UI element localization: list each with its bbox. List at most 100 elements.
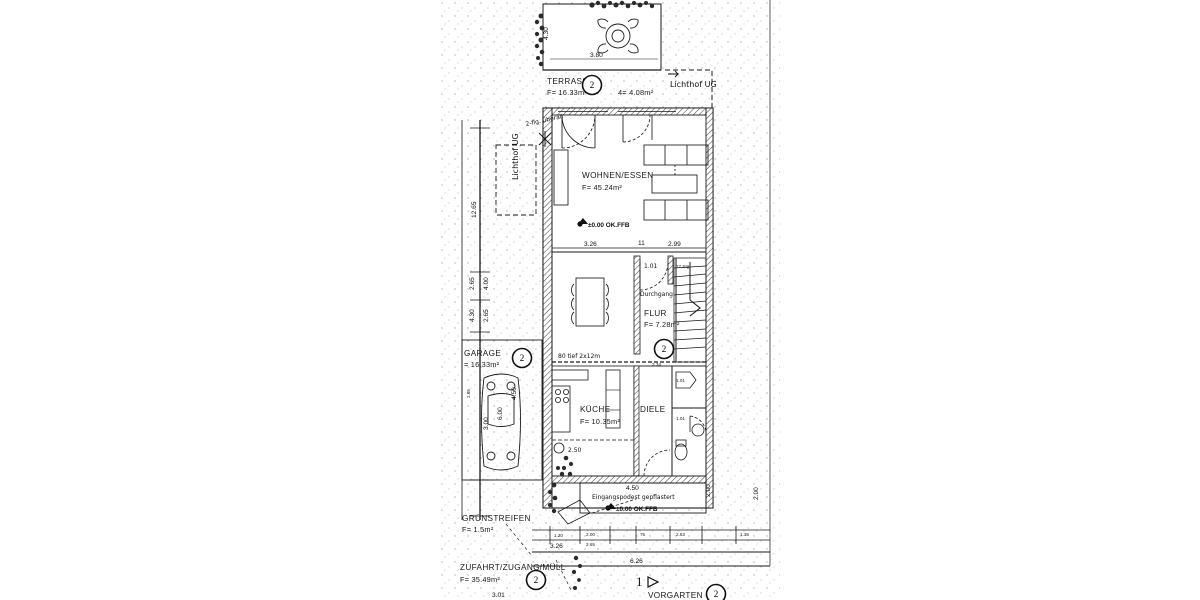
storey-circle-zufahrt: 2 (525, 569, 547, 591)
storey-circle-garage-label: 2 (520, 353, 525, 363)
room-label-wohnen-essen: WOHNEN/ESSEN (582, 171, 654, 180)
room-kueche: KÜCHE F= 10.35m² 2.50 (551, 365, 635, 477)
note-durchgang: Durchgang (640, 291, 673, 298)
room-area-garage: = 16.33m² (464, 360, 500, 369)
dim-left-1: 12.65 (471, 201, 478, 218)
area-vorgarten: VORGARTEN 2 (648, 583, 727, 600)
dim-terrace-side-label: 4.30 (543, 27, 550, 40)
dim-door-flur: 1.01 (644, 263, 658, 270)
dim-row-wohnen: 3.26 11 2.99 (552, 240, 706, 249)
storey-circle-terrasse-label: 2 (590, 80, 595, 90)
dim-bottom-4: 2.63 (676, 532, 685, 537)
section-marker-label: 1 (636, 574, 643, 589)
room-area-flur: F= 7.28m² (644, 320, 680, 329)
stair-note: 17 Stg (676, 264, 690, 269)
dim-entry-width: 4.50 (626, 485, 639, 492)
dim-left-5: 4.30 (469, 309, 476, 322)
dim-entry-right: 2.00 (705, 484, 712, 497)
storey-circle-vorgarten: 2 (705, 583, 727, 600)
floor-plan-svg: 3.80 4.30 TERRASSE F= 16.33m² 4= 4.08m² … (440, 0, 780, 600)
wc-fixtures (674, 415, 707, 461)
wall-south (551, 475, 707, 484)
shrub-bottom (571, 555, 582, 590)
dim-flur-right: 3.34 (652, 362, 661, 367)
dim-bottom-5: 1.38 (740, 532, 749, 537)
dim-left-2: 4.00 (483, 277, 490, 290)
dim-garage-side: 2.65 (466, 389, 471, 398)
lichthof-left-label: Lichthof UG (511, 133, 520, 180)
sideboard (553, 149, 569, 206)
shrub-kitchen-south (561, 455, 573, 477)
area-zufahrt: ZUFAHRT/ZUGANG/MÜLL F= 35.49m² 2 3.01 (460, 559, 573, 599)
dim-garage-bay: 4.50 (511, 387, 518, 400)
room-area-terrasse: F= 16.33m² (547, 88, 587, 97)
room-terrasse: 3.80 4.30 TERRASSE F= 16.33m² 4= 4.08m² … (534, 0, 662, 97)
note-eingangspodest: Eingangspodest gepflastert (592, 494, 675, 501)
garden-table-and-chairs (597, 18, 639, 54)
dim-chain-bottom: 1.20 3.26 2.00 2.65 75 2.63 1.38 6.26 (532, 526, 770, 567)
dim-bottom-sub-2: 3.26 (550, 543, 563, 550)
hedge-left (534, 13, 545, 67)
dim-right-edge: 2.00 (753, 487, 760, 500)
dim-bottom-3: 75 (640, 532, 646, 537)
sink-icon (553, 442, 565, 454)
staircase (673, 257, 707, 363)
section-marker: 1 (636, 574, 660, 589)
dim-bottom-2: 2.00 (586, 532, 595, 537)
stove-icon (555, 388, 570, 403)
sofa-group (643, 144, 709, 221)
dim-wohnen-c: 2.99 (668, 241, 681, 248)
storey-circle-flur-label: 2 (662, 344, 667, 354)
label-zufahrt: ZUFAHRT/ZUGANG/MÜLL (460, 562, 566, 572)
label-gruenstreifen: GRÜNSTREIFEN (462, 513, 531, 523)
car-symbol (481, 373, 521, 471)
dim-terrace-width-label: 3.80 (590, 52, 603, 59)
note-kitchen-dim: 2.50 (568, 447, 582, 454)
dim-bottom-sub-1: 2.65 (586, 542, 595, 547)
dim-car-width: 3.00 (483, 417, 490, 430)
entry-podest: 4.50 Eingangspodest gepflastert ±0.00 OK… (557, 482, 712, 525)
shrub-entry (547, 466, 565, 514)
level-marker-eg-label: ±0.00 OK.FFB (588, 222, 630, 229)
storey-circle-garage: 2 (511, 347, 533, 369)
hedge-top (589, 0, 655, 9)
room-label-garage: GARAGE (464, 349, 501, 358)
area-gruenstreifen-value: F= 1.5m² (462, 525, 494, 534)
storey-circle-terrasse: 2 (581, 74, 603, 96)
room-flur: FLUR F= 7.28m² 2 (571, 255, 707, 367)
dim-bottom-1: 1.20 (554, 533, 563, 538)
area-gruenstreifen: GRÜNSTREIFEN F= 1.5m² (462, 513, 533, 557)
wc-dim-a: 1.01 (676, 378, 685, 383)
storey-circle-flur: 2 (653, 338, 675, 360)
floor-plan-canvas: 3.80 4.30 TERRASSE F= 16.33m² 4= 4.08m² … (440, 0, 780, 600)
dining-table (571, 277, 609, 327)
storey-circle-zufahrt-label: 2 (534, 575, 539, 585)
room-wc: 1.01 1.01 (671, 365, 707, 477)
level-marker-eg: ±0.00 OK.FFB (577, 218, 630, 229)
room-label-terrasse: TERRASSE (547, 77, 594, 86)
dim-terrace-width: 3.80 (550, 52, 658, 60)
label-vorgarten: VORGARTEN (648, 591, 703, 600)
room-label-flur: FLUR (644, 309, 667, 318)
dim-zufahrt-bottom: 3.01 (492, 592, 505, 599)
door-flur (639, 261, 669, 291)
wc-dim-b: 1.01 (676, 416, 685, 421)
room-extra-terrasse: 4= 4.08m² (618, 88, 654, 97)
storey-circle-vorgarten-label: 2 (714, 589, 719, 599)
lichthof-left: Lichthof UG (495, 133, 537, 216)
dim-left-4: 2.65 (483, 309, 490, 322)
room-area-wohnen-essen: F= 45.24m² (582, 183, 622, 192)
note-ueber-kuche: 80 tief 2x12m (558, 353, 600, 360)
dim-chain-left (470, 127, 490, 517)
lichthof-right-label: Lichthof UG (670, 80, 717, 89)
room-area-kueche: F= 10.35m² (580, 417, 620, 426)
terrace-doors (561, 114, 653, 149)
area-zufahrt-value: F= 35.49m² (460, 575, 500, 584)
closet (605, 369, 621, 429)
dim-car-length: 6.00 (497, 407, 504, 420)
room-garage: GARAGE = 16.33m² 2 6.00 3.00 4.50 2.65 (461, 339, 543, 481)
dim-bottom-total: 6.26 (630, 558, 643, 565)
dim-wohnen-a: 3.26 (584, 241, 597, 248)
dim-wohnen-b: 11 (638, 240, 645, 247)
